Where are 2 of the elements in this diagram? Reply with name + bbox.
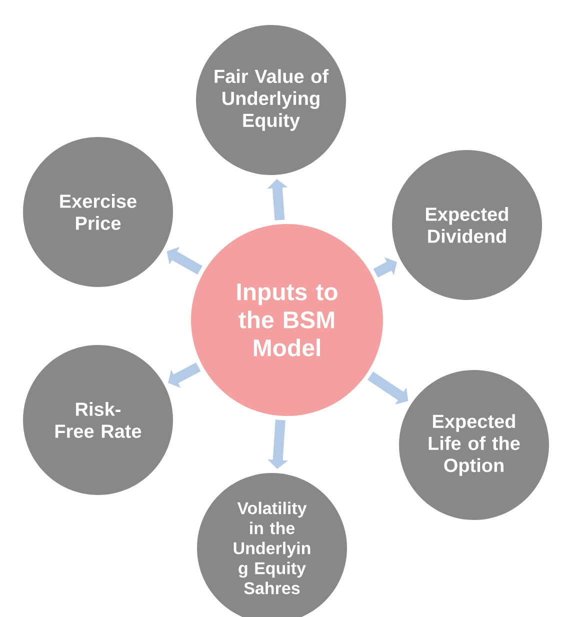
block-arrow (168, 362, 201, 388)
block-arrow (373, 257, 397, 278)
